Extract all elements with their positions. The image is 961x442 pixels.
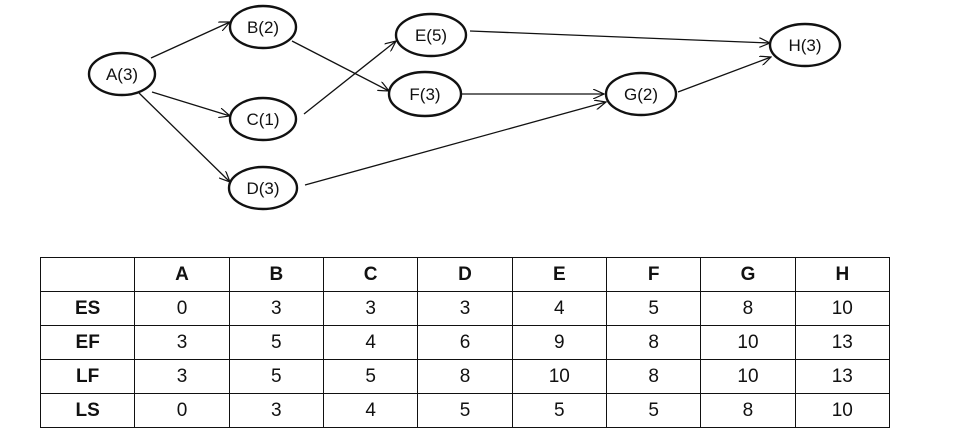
table-cell: 0: [134, 291, 230, 326]
table-cell: 8: [605, 325, 702, 360]
node-label: C(1): [246, 110, 279, 129]
column-header-e: E: [511, 257, 607, 292]
column-header-h: H: [794, 257, 891, 292]
table-cell: 10: [700, 359, 796, 394]
table-cell: 3: [322, 291, 419, 326]
node-ellipse: [228, 4, 298, 50]
activity-network-diagram: A(3) B(2) C(1) D(3) E(5) F(3) G(2) H(3): [87, 4, 842, 211]
column-header-c: C: [322, 257, 419, 292]
table-cell: 13: [794, 359, 891, 394]
edge-a-b: [150, 22, 230, 59]
column-header-g: G: [700, 257, 796, 292]
node-g: G(2): [604, 71, 678, 117]
table-cell: 8: [700, 291, 796, 326]
table-cell: 5: [228, 359, 324, 394]
node-ellipse: [228, 96, 298, 142]
table-cell: 4: [511, 291, 607, 326]
table-cell: 5: [605, 291, 702, 326]
node-c: C(1): [228, 96, 298, 142]
table-cell: 3: [134, 359, 230, 394]
edge-b-f: [291, 40, 389, 91]
row-header: LF: [39, 359, 136, 394]
node-a: A(3): [87, 51, 157, 97]
column-header-a: A: [134, 257, 230, 292]
node-ellipse: [768, 22, 842, 68]
table-cell: 3: [228, 291, 324, 326]
node-ellipse: [604, 71, 678, 117]
table-cell: 4: [322, 325, 419, 360]
edge-a-d: [138, 92, 230, 182]
node-label: A(3): [106, 65, 138, 84]
table-cell: 9: [511, 325, 607, 360]
node-d: D(3): [227, 165, 299, 211]
table-cell: 8: [605, 359, 702, 394]
table-cell: 4: [322, 393, 419, 428]
table-cell: 10: [794, 291, 891, 326]
node-label: F(3): [409, 85, 440, 104]
table-corner-cell: [39, 257, 136, 292]
table-cell: 13: [794, 325, 891, 360]
node-h: H(3): [768, 22, 842, 68]
row-header: LS: [39, 393, 136, 428]
table-cell: 5: [417, 393, 513, 428]
table-cell: 3: [417, 291, 513, 326]
column-header-f: F: [605, 257, 702, 292]
node-ellipse: [387, 70, 463, 118]
node-b: B(2): [228, 4, 298, 50]
table-cell: 10: [511, 359, 607, 394]
node-label: H(3): [788, 36, 821, 55]
edge-e-h: [469, 30, 770, 43]
node-e: E(5): [394, 12, 468, 58]
node-ellipse: [227, 165, 299, 211]
table-cell: 5: [605, 393, 702, 428]
column-header-b: B: [228, 257, 324, 292]
node-f: F(3): [387, 70, 463, 118]
table-cell: 10: [700, 325, 796, 360]
table-cell: 10: [794, 393, 891, 428]
table-cell: 5: [511, 393, 607, 428]
node-label: E(5): [415, 26, 447, 45]
node-label: B(2): [247, 18, 279, 37]
edge-g-h: [677, 57, 771, 93]
node-ellipse: [87, 51, 157, 97]
node-label: D(3): [246, 179, 279, 198]
edge-d-g: [304, 102, 606, 186]
table-cell: 5: [322, 359, 419, 394]
edge-c-e: [303, 41, 396, 115]
node-ellipse: [394, 12, 468, 58]
row-header: EF: [39, 325, 136, 360]
table-cell: 8: [700, 393, 796, 428]
node-label: G(2): [624, 85, 658, 104]
table-cell: 5: [228, 325, 324, 360]
edge-a-c: [151, 91, 230, 116]
row-header: ES: [39, 291, 136, 326]
table-cell: 3: [134, 325, 230, 360]
column-header-d: D: [417, 257, 513, 292]
table-cell: 3: [228, 393, 324, 428]
table-cell: 8: [417, 359, 513, 394]
table-cell: 6: [417, 325, 513, 360]
table-cell: 0: [134, 393, 230, 428]
